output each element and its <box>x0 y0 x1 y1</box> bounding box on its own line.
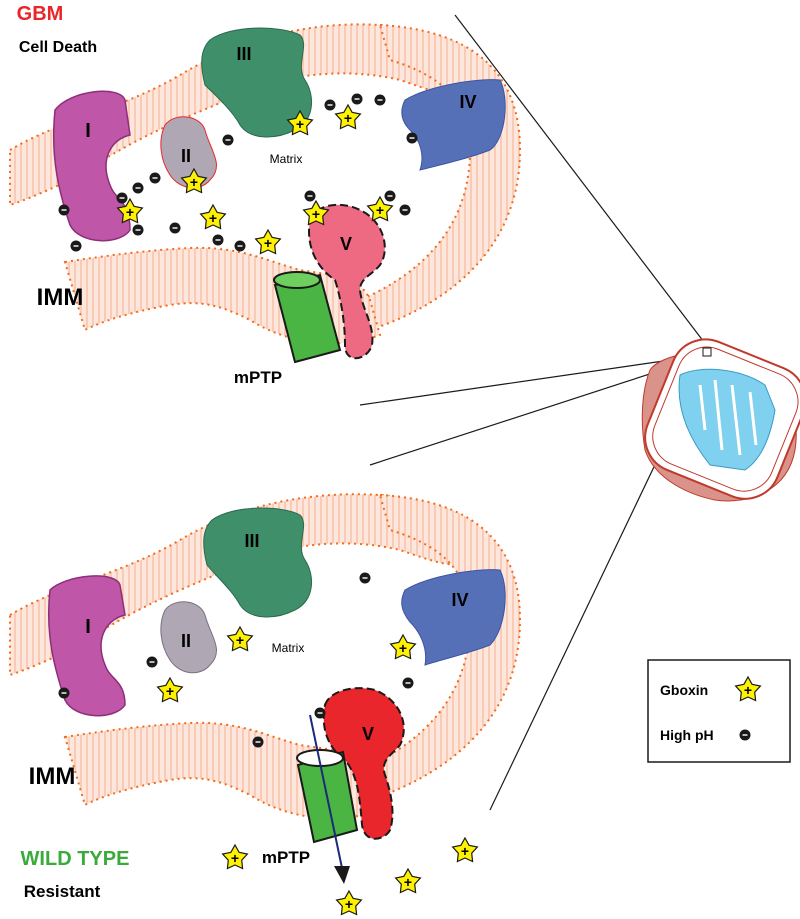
svg-text:+: + <box>296 116 304 132</box>
top-membrane-upper <box>9 23 463 207</box>
high-ph-dot-icon <box>149 172 161 184</box>
high-ph-dot-icon <box>402 677 414 689</box>
top-complex-IV <box>401 79 506 171</box>
high-ph-dot-icon <box>222 134 234 146</box>
gboxin-star-icon: + <box>221 843 249 870</box>
top-panel: I II III IV V mPTP GBM Cell Death IMM Ma… <box>9 3 522 387</box>
high-ph-dot-icon <box>132 224 144 236</box>
bottom-matrix-label: Matrix <box>272 641 305 655</box>
bottom-complex-III <box>203 507 313 618</box>
mitochondrion-illustration <box>641 338 800 502</box>
legend: Gboxin High pH + <box>647 659 791 763</box>
gboxin-star-icon: + <box>116 197 144 224</box>
high-ph-dot-icon <box>374 94 386 106</box>
high-ph-dot-icon <box>70 240 82 252</box>
top-title: GBM <box>17 3 64 25</box>
gboxin-star-icon: + <box>334 103 362 130</box>
legend-gboxin-star-icon: + <box>734 675 762 702</box>
gboxin-star-icon: + <box>199 203 227 230</box>
high-ph-dot-icon <box>399 204 411 216</box>
bottom-mptp-flow-arrow <box>309 714 350 884</box>
top-complex-V-label: V <box>340 234 352 254</box>
legend-high-ph-dot-icon <box>739 729 751 741</box>
svg-text:+: + <box>264 235 272 251</box>
svg-text:+: + <box>190 174 198 190</box>
svg-text:+: + <box>126 204 134 220</box>
bottom-complex-IV <box>401 569 506 666</box>
svg-text:+: + <box>312 206 320 222</box>
gboxin-star-icon: + <box>394 867 422 894</box>
gboxin-star-icon: + <box>302 199 330 226</box>
gboxin-star-icon: + <box>180 167 208 194</box>
bottom-complex-V <box>322 687 405 840</box>
gboxin-star-icon: + <box>335 889 363 916</box>
bottom-complex-II <box>160 601 217 674</box>
high-ph-dot-icon <box>384 190 396 202</box>
top-complex-II <box>160 116 217 189</box>
svg-text:+: + <box>231 850 239 866</box>
top-mptp-label: mPTP <box>234 368 282 387</box>
high-ph-dot-icon <box>169 222 181 234</box>
high-ph-dot-icon <box>132 182 144 194</box>
high-ph-dot-icon <box>351 93 363 105</box>
top-subtitle: Cell Death <box>19 39 97 56</box>
bottom-panel: I II III IV V mPTP WILD TYPE Resistant I… <box>9 493 522 916</box>
high-ph-dot-icon <box>324 99 336 111</box>
gboxin-star-icon: + <box>254 228 282 255</box>
gboxin-star-icon: + <box>366 195 394 222</box>
svg-text:+: + <box>399 640 407 656</box>
svg-text:+: + <box>345 896 353 912</box>
top-complex-IV-label: IV <box>459 92 476 112</box>
bottom-complex-V-label: V <box>362 724 374 744</box>
high-ph-dot-icon <box>359 572 371 584</box>
svg-text:+: + <box>209 210 217 226</box>
high-ph-dot-icon <box>116 192 128 204</box>
bottom-complex-I <box>47 575 126 717</box>
bottom-complex-III-label: III <box>244 531 259 551</box>
bottom-membrane-label: IMM <box>29 763 76 790</box>
legend-high-ph-label: High pH <box>660 727 714 743</box>
high-ph-dot-icon <box>314 707 326 719</box>
high-ph-dot-icon <box>58 687 70 699</box>
top-complex-III-label: III <box>236 44 251 64</box>
bottom-complex-I-label: I <box>85 616 91 638</box>
top-mptp-channel <box>273 271 342 364</box>
high-ph-dot-icon <box>252 736 264 748</box>
gboxin-star-icon: + <box>451 836 479 863</box>
top-complex-V <box>308 203 386 360</box>
gboxin-star-icon: + <box>389 633 417 660</box>
high-ph-dot-icon <box>212 234 224 246</box>
gboxin-star-icon: + <box>226 625 254 652</box>
svg-text:+: + <box>376 202 384 218</box>
svg-text:+: + <box>166 683 174 699</box>
high-ph-dot-icon <box>304 190 316 202</box>
svg-text:+: + <box>344 110 352 126</box>
bottom-complex-IV-label: IV <box>451 590 468 610</box>
svg-text:+: + <box>404 874 412 890</box>
top-matrix-label: Matrix <box>270 152 303 166</box>
legend-box <box>647 659 791 763</box>
high-ph-dot-icon <box>234 240 246 252</box>
high-ph-dot-icon <box>406 132 418 144</box>
top-complex-I-label: I <box>85 120 91 142</box>
gboxin-star-icon: + <box>286 109 314 136</box>
high-ph-dot-icon <box>146 656 158 668</box>
svg-text:+: + <box>744 682 752 698</box>
legend-gboxin-label: Gboxin <box>660 682 708 698</box>
bottom-complex-II-label: II <box>181 631 191 651</box>
high-ph-dot-icon <box>58 204 70 216</box>
gboxin-star-icon: + <box>156 676 184 703</box>
svg-text:+: + <box>461 843 469 859</box>
top-complex-I <box>52 90 131 242</box>
bottom-title: WILD TYPE <box>21 848 130 870</box>
bottom-subtitle: Resistant <box>24 882 101 901</box>
bottom-membrane-upper <box>9 493 463 677</box>
svg-text:+: + <box>236 632 244 648</box>
bottom-mptp-label: mPTP <box>262 848 310 867</box>
top-complex-II-label: II <box>181 146 191 166</box>
top-membrane-label: IMM <box>37 284 84 311</box>
